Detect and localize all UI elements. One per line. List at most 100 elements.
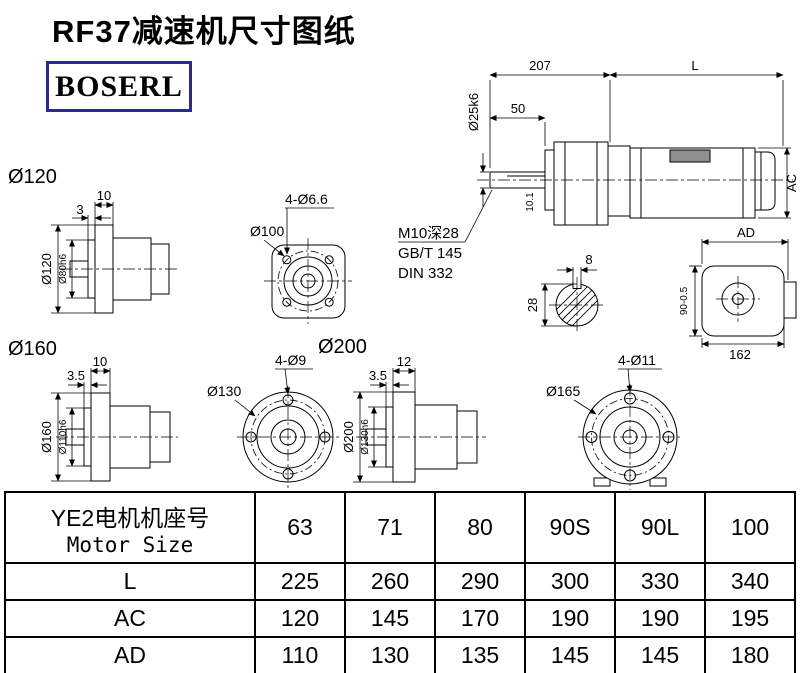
- dim-spigot-110-text: Ø110h6: [58, 419, 69, 454]
- dim-outer-160-text: Ø160: [39, 421, 54, 453]
- foot: [593, 477, 611, 487]
- dim-207: 207: [489, 58, 611, 168]
- flange165-front-view: 4-Ø11 Ø165: [546, 352, 682, 490]
- table-row-AC: AC 120 145 170 190 190 195: [4, 599, 796, 638]
- bolt-circle-callout: Ø165: [546, 383, 597, 415]
- size-col-71: 71: [344, 491, 436, 564]
- holes-callout: 4-Ø9: [275, 352, 313, 395]
- bolt-hole: [282, 255, 292, 265]
- size-col-100: 100: [704, 491, 796, 564]
- dim-spigot-80-text: Ø80h6: [58, 254, 69, 284]
- main-assembly-view: 207 L 50 Ø25k6 10.1 AC M10深28: [398, 58, 799, 282]
- cell-L-80: 290: [434, 562, 526, 601]
- holes-callout: 4-Ø6.6: [284, 191, 334, 255]
- flange160-side-view: 10 3.5 Ø160 Ø110h6: [39, 354, 178, 482]
- dim-AD-text: AD: [737, 225, 755, 240]
- dim-shaft-text: Ø25k6: [466, 93, 481, 131]
- holes-callout: 4-Ø11: [618, 352, 662, 393]
- dim-outer-200: Ø200: [341, 391, 393, 483]
- dim-L: L: [609, 58, 784, 146]
- view200-side-view: 12 3.5 Ø200 Ø130h6: [341, 354, 486, 483]
- dim-outer-120: Ø120: [39, 224, 95, 314]
- dim-AD: AD: [701, 225, 789, 280]
- cell-AD-80: 135: [434, 636, 526, 673]
- dim-thickness-10: 10: [90, 354, 111, 406]
- dim-thickness-12: 12: [392, 354, 416, 405]
- dim-shaft-28: 28: [525, 283, 577, 327]
- dim-thickness-10: 10: [94, 188, 114, 238]
- header-en-text: Motor Size: [66, 532, 194, 557]
- flange120-outline: [60, 224, 178, 314]
- dim-key-width-text: 8: [585, 252, 592, 267]
- bolt-hole: [324, 255, 334, 265]
- size-col-63: 63: [254, 491, 346, 564]
- dim-shaft-diameter: Ø25k6: [466, 93, 489, 207]
- flange130-front-view: 4-Ø9 Ø130: [207, 352, 339, 488]
- dim-90-text: 90-0.5: [679, 286, 690, 315]
- table-header-row: YE2电机机座号 Motor Size 63 71 80 90S 90L 100: [4, 491, 796, 564]
- dim-35-text: 3.5: [369, 368, 387, 383]
- cell-L-71: 260: [344, 562, 436, 601]
- flange100-front-view: 4-Ø6.6 Ø100: [250, 191, 352, 324]
- flange120-side-view: 10 3 Ø120 Ø80h6: [39, 188, 178, 314]
- holes-text: 4-Ø9: [275, 352, 306, 368]
- dim-35-text: 3.5: [67, 368, 85, 383]
- cell-AC-63: 120: [254, 599, 346, 638]
- dim-10-text: 10: [97, 188, 111, 203]
- holes-text: 4-Ø11: [618, 352, 656, 368]
- note-gb-text: GB/T 145: [398, 245, 462, 262]
- bolt-circle-callout: Ø130: [207, 383, 256, 417]
- cell-AD-63: 110: [254, 636, 346, 673]
- dim-shaft-28-text: 28: [525, 298, 540, 312]
- terminal-box: [669, 149, 711, 163]
- cell-L-100: 340: [704, 562, 796, 601]
- dim-spigot-130: Ø130h6: [360, 406, 386, 468]
- flange160-outline: [56, 392, 178, 482]
- bolt-hole: [282, 297, 292, 307]
- bolt-circle-callout: Ø100: [250, 223, 284, 257]
- bolt-circle-text: Ø165: [546, 383, 580, 399]
- note-thread-text: M10深28: [398, 225, 459, 242]
- note-din-text: DIN 332: [398, 265, 453, 282]
- rear-outline: [701, 265, 797, 337]
- round-flange-outline: [237, 386, 339, 488]
- dim-step-35: 3.5: [369, 368, 409, 407]
- cell-AC-71: 145: [344, 599, 436, 638]
- motor-rear-view: AD 90-0.5 162: [679, 225, 797, 362]
- dim-outer-120-text: Ø120: [39, 253, 54, 285]
- dim-key-width: 8: [557, 252, 597, 282]
- gearmotor-outline: [477, 141, 793, 226]
- dim-50-text: 50: [511, 101, 525, 116]
- cell-L-90S: 300: [524, 562, 616, 601]
- cell-AD-100: 180: [704, 636, 796, 673]
- cell-AD-90S: 145: [524, 636, 616, 673]
- row-label-AC: AC: [4, 599, 256, 638]
- cell-L-63: 225: [254, 562, 346, 601]
- bolt-circle-text: Ø100: [250, 223, 284, 239]
- table-row-AD: AD 110 130 135 145 145 180: [4, 636, 796, 673]
- view-label-view200: Ø200: [318, 336, 367, 358]
- bolt-circle-text: Ø130: [207, 383, 241, 399]
- cell-AD-90L: 145: [614, 636, 706, 673]
- round-flange-outline: [578, 384, 682, 490]
- row-label-L: L: [4, 562, 256, 601]
- brand-logo: BOSERL: [46, 61, 192, 112]
- motor-adapter: [607, 145, 631, 217]
- dim-spigot-80: Ø80h6: [58, 239, 88, 299]
- brand-logo-text: BOSERL: [55, 69, 183, 103]
- header-motor-size: YE2电机机座号 Motor Size: [4, 491, 256, 564]
- dim-AC: AC: [758, 147, 799, 219]
- page-title: RF37减速机尺寸图纸: [52, 14, 356, 49]
- dim-50: 50: [489, 101, 546, 146]
- gearbox-housing: [553, 141, 609, 226]
- shaft-section-outline: [549, 277, 605, 333]
- dim-3-text: 3: [76, 202, 83, 217]
- cell-AC-90S: 190: [524, 599, 616, 638]
- view-label-flange160: Ø160: [8, 338, 57, 360]
- foot: [649, 477, 667, 487]
- shaft-key-section-view: 8 28: [525, 252, 605, 333]
- cell-AD-71: 130: [344, 636, 436, 673]
- dim-207-text: 207: [529, 58, 551, 73]
- cell-AC-100: 195: [704, 599, 796, 638]
